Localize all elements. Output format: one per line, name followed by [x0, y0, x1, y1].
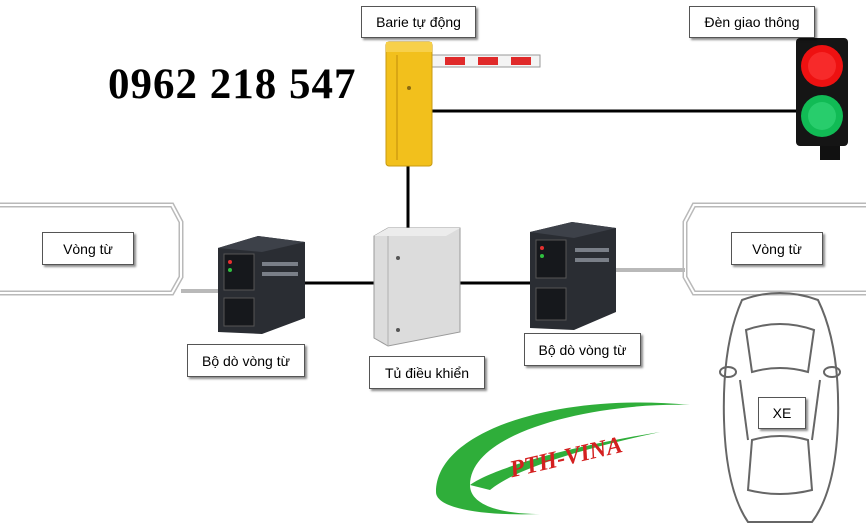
label-detector-right: Bộ dò vòng từ — [524, 333, 641, 366]
label-loop-left: Vòng từ — [42, 232, 134, 265]
wiring — [305, 109, 796, 285]
label-traffic-light: Đèn giao thông — [689, 6, 815, 38]
label-barrier: Barie tự động — [361, 6, 476, 38]
label-detector-left: Bộ dò vòng từ — [187, 344, 305, 377]
label-control-cabinet: Tủ điều khiển — [369, 356, 485, 389]
barrier-gate — [385, 41, 541, 167]
detector-left — [218, 236, 305, 334]
loop-left — [0, 202, 218, 296]
label-loop-right: Vòng từ — [731, 232, 823, 265]
phone-number: 0962 218 547 — [108, 61, 357, 108]
traffic-light — [796, 38, 848, 160]
loop-right — [616, 202, 866, 296]
car-outline — [719, 292, 841, 523]
control-cabinet — [373, 227, 461, 347]
detector-right — [530, 222, 616, 330]
logo-text: PTH-VINA — [506, 432, 625, 483]
label-car: XE — [758, 397, 806, 429]
pth-vina-logo: PTH-VINA — [436, 402, 690, 515]
